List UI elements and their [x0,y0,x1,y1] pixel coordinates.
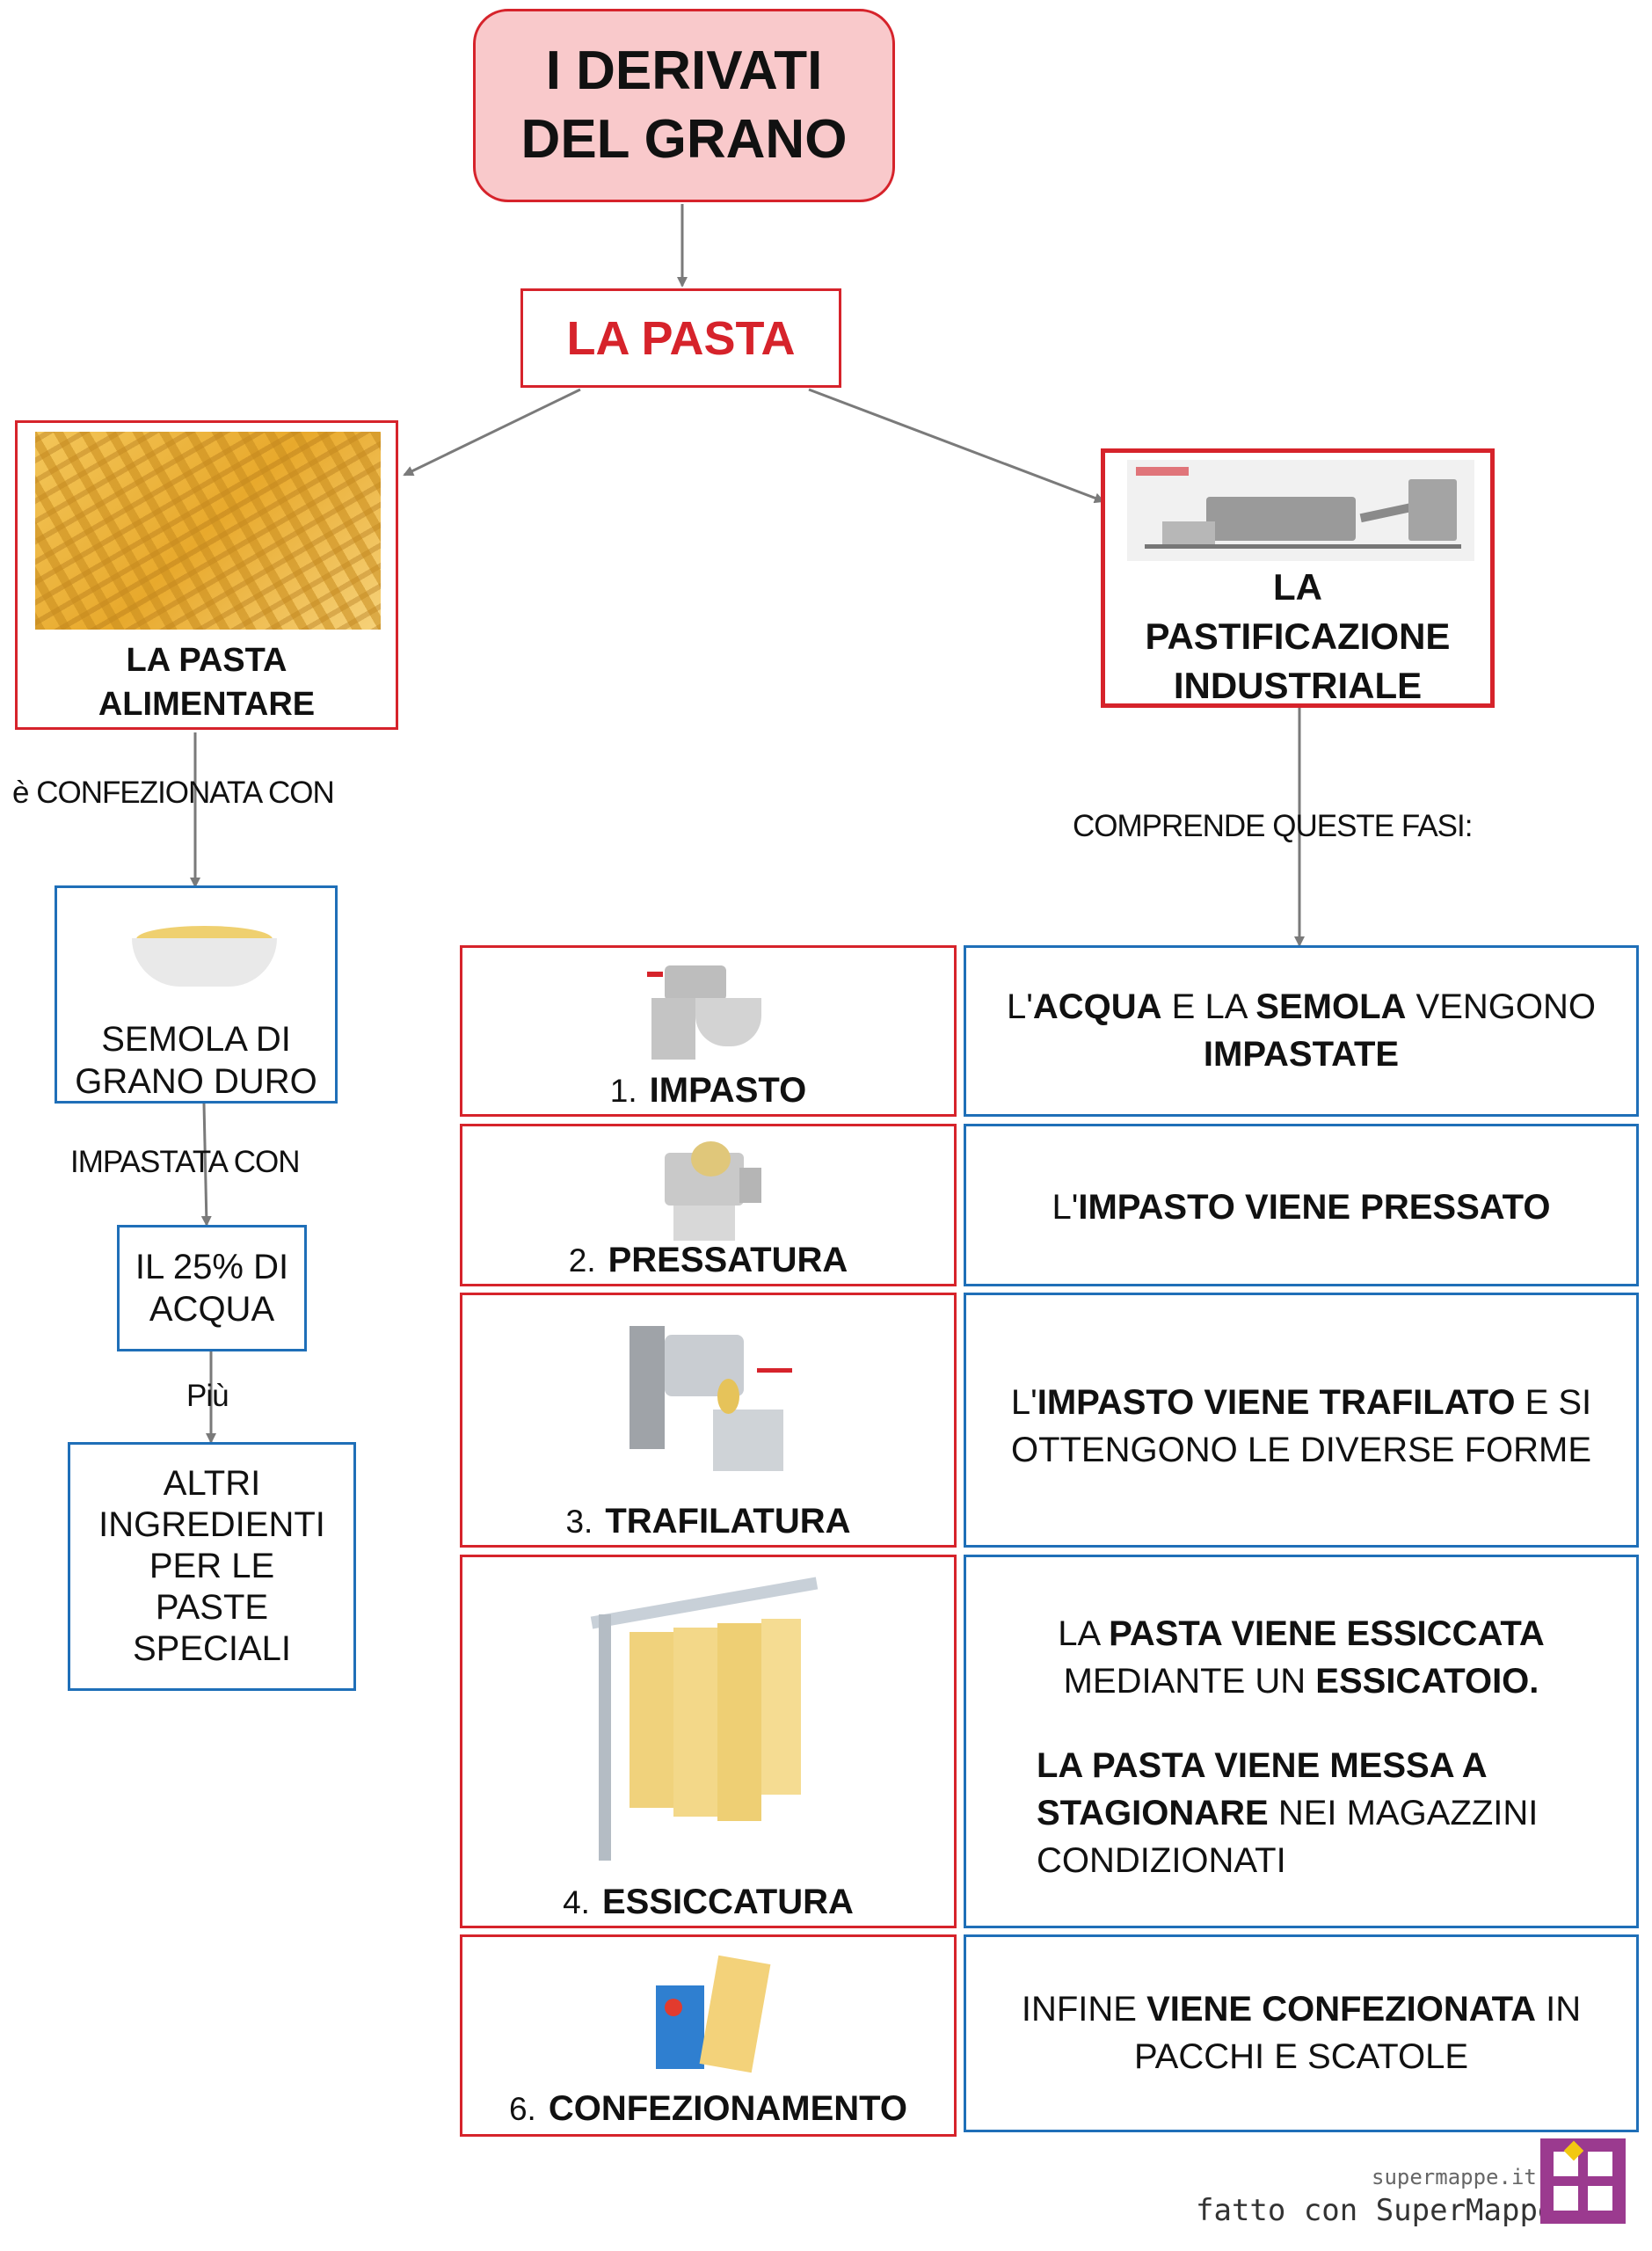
step-2-name: PRESSATURA [608,1241,848,1279]
footer-site: supermappe.it [1372,2165,1537,2189]
step-4-name: ESSICCATURA [601,1883,854,1921]
step-3-number: 3. [565,1504,593,1540]
step-impasto-box: 1. IMPASTO [460,945,957,1117]
desc-5-c: IN [1536,1990,1582,2029]
arrow-pasta-to-alimentare [403,388,581,477]
desc-impasto-box: L'ACQUA E LA SEMOLA VENGONO IMPASTATE [964,945,1639,1117]
desc-4-c: MEDIANTE UN [1063,1662,1316,1701]
pasta-image [35,432,381,630]
desc-1-b: ACQUA [1032,987,1162,1026]
press-machine-image [656,1137,770,1242]
desc-1-f: IMPASTATE [1203,1035,1400,1074]
la-pasta-box: LA PASTA [520,288,841,388]
pasta-alimentare-box: LA PASTA ALIMENTARE [15,420,398,730]
desc-4-h: CONDIZIONATI [1037,1841,1286,1880]
semola-line-2: GRANO DURO [75,1062,317,1101]
step-2-number: 2. [568,1242,596,1278]
supermappe-logo-icon [1540,2138,1626,2224]
desc-3-c: E SI [1515,1383,1592,1422]
pastificazione-box: LA PASTIFICAZIONE INDUSTRIALE [1101,448,1495,708]
semola-bowl-image [123,901,286,989]
desc-3-a: L' [1010,1383,1037,1422]
arrow-semola-to-acqua [200,1103,212,1227]
title-line-2: DEL GRANO [520,109,848,170]
mixer-machine-image [647,958,770,1068]
altri-line-3: PER LE [149,1547,275,1585]
desc-3-b: IMPASTO VIENE TRAFILATO [1037,1383,1516,1422]
altri-ingredienti-box: ALTRI INGREDIENTI PER LE PASTE SPECIALI [68,1442,356,1691]
desc-essiccatura-box: LA PASTA VIENE ESSICCATA MEDIANTE UN ESS… [964,1555,1639,1928]
acqua-box: IL 25% DI ACQUA [117,1225,307,1351]
desc-2-a: L' [1052,1188,1079,1227]
desc-1-e: VENGONO [1406,987,1597,1026]
altri-line-2: INGREDIENTI [98,1505,325,1544]
drying-rack-image [590,1577,819,1869]
desc-pressatura-box: L'IMPASTO VIENE PRESSATO [964,1124,1639,1286]
acqua-line-1: IL 25% DI [135,1248,289,1286]
step-1-number: 1. [609,1073,637,1109]
pasta-alimentare-line-2: ALIMENTARE [98,686,316,723]
pasta-alimentare-line-1: LA PASTA [126,642,287,679]
link-confezionata-con: è CONFEZIONATA CON [12,776,335,810]
step-confezionamento-box: 6. CONFEZIONAMENTO [460,1934,957,2137]
step-essiccatura-box: 4. ESSICCATURA [460,1555,957,1928]
desc-4-g: NEI MAGAZZINI [1268,1794,1539,1832]
semola-box: SEMOLA DI GRANO DURO [55,885,338,1104]
extruder-machine-image [625,1326,801,1493]
desc-5-d: PACCHI E SCATOLE [1133,2037,1469,2076]
link-comprende: COMPRENDE QUESTE FASI: [1073,809,1473,843]
title-box: I DERIVATI DEL GRANO [473,9,895,202]
pastificazione-line-2: PASTIFICAZIONE [1145,616,1451,657]
title-line-1: I DERIVATI [545,40,823,101]
desc-1-a: L' [1006,987,1033,1026]
footer-made-with: fatto con SuperMappe [1196,2193,1556,2228]
desc-3-d: OTTENGONO LE DIVERSE FORME [1010,1431,1592,1469]
desc-4-d: ESSICATOIO. [1315,1662,1539,1701]
desc-5-a: INFINE [1021,1990,1147,2029]
link-piu: Più [186,1379,229,1413]
desc-trafilatura-box: L'IMPASTO VIENE TRAFILATO E SI OTTENGONO… [964,1293,1639,1548]
desc-4-e: LA PASTA VIENE MESSA A [1037,1746,1488,1785]
step-6-name: CONFEZIONAMENTO [548,2089,907,2128]
pastificazione-line-1: LA [1273,566,1322,608]
altri-line-4: PASTE [155,1588,269,1627]
desc-5-b: VIENE CONFEZIONATA [1146,1990,1537,2029]
step-1-name: IMPASTO [649,1071,807,1110]
step-pressatura-box: 2. PRESSATURA [460,1124,957,1286]
altri-line-1: ALTRI [163,1464,261,1503]
desc-1-d: SEMOLA [1255,987,1407,1026]
desc-1-c: E LA [1161,987,1256,1026]
altri-line-5: SPECIALI [132,1629,292,1668]
step-4-number: 4. [563,1884,590,1920]
acqua-line-2: ACQUA [149,1290,275,1329]
desc-4-f: STAGIONARE [1037,1794,1269,1832]
desc-4-a: LA [1058,1614,1110,1653]
arrow-pasta-to-pastificazione [808,388,1105,504]
semola-line-1: SEMOLA DI [101,1020,291,1059]
step-6-number: 6. [508,2091,536,2127]
pastificazione-line-3: INDUSTRIALE [1173,665,1423,706]
desc-confezionamento-box: INFINE VIENE CONFEZIONATA IN PACCHI E SC… [964,1934,1639,2132]
desc-2-b: IMPASTO VIENE PRESSATO [1078,1188,1551,1227]
step-3-name: TRAFILATURA [605,1502,851,1541]
pasta-package-image [651,1950,775,2073]
factory-machine-image [1127,460,1474,561]
link-impastata-con: IMPASTATA CON [70,1145,301,1179]
desc-4-b: PASTA VIENE ESSICCATA [1109,1614,1545,1653]
la-pasta-label: LA PASTA [566,311,796,365]
step-trafilatura-box: 3. TRAFILATURA [460,1293,957,1548]
